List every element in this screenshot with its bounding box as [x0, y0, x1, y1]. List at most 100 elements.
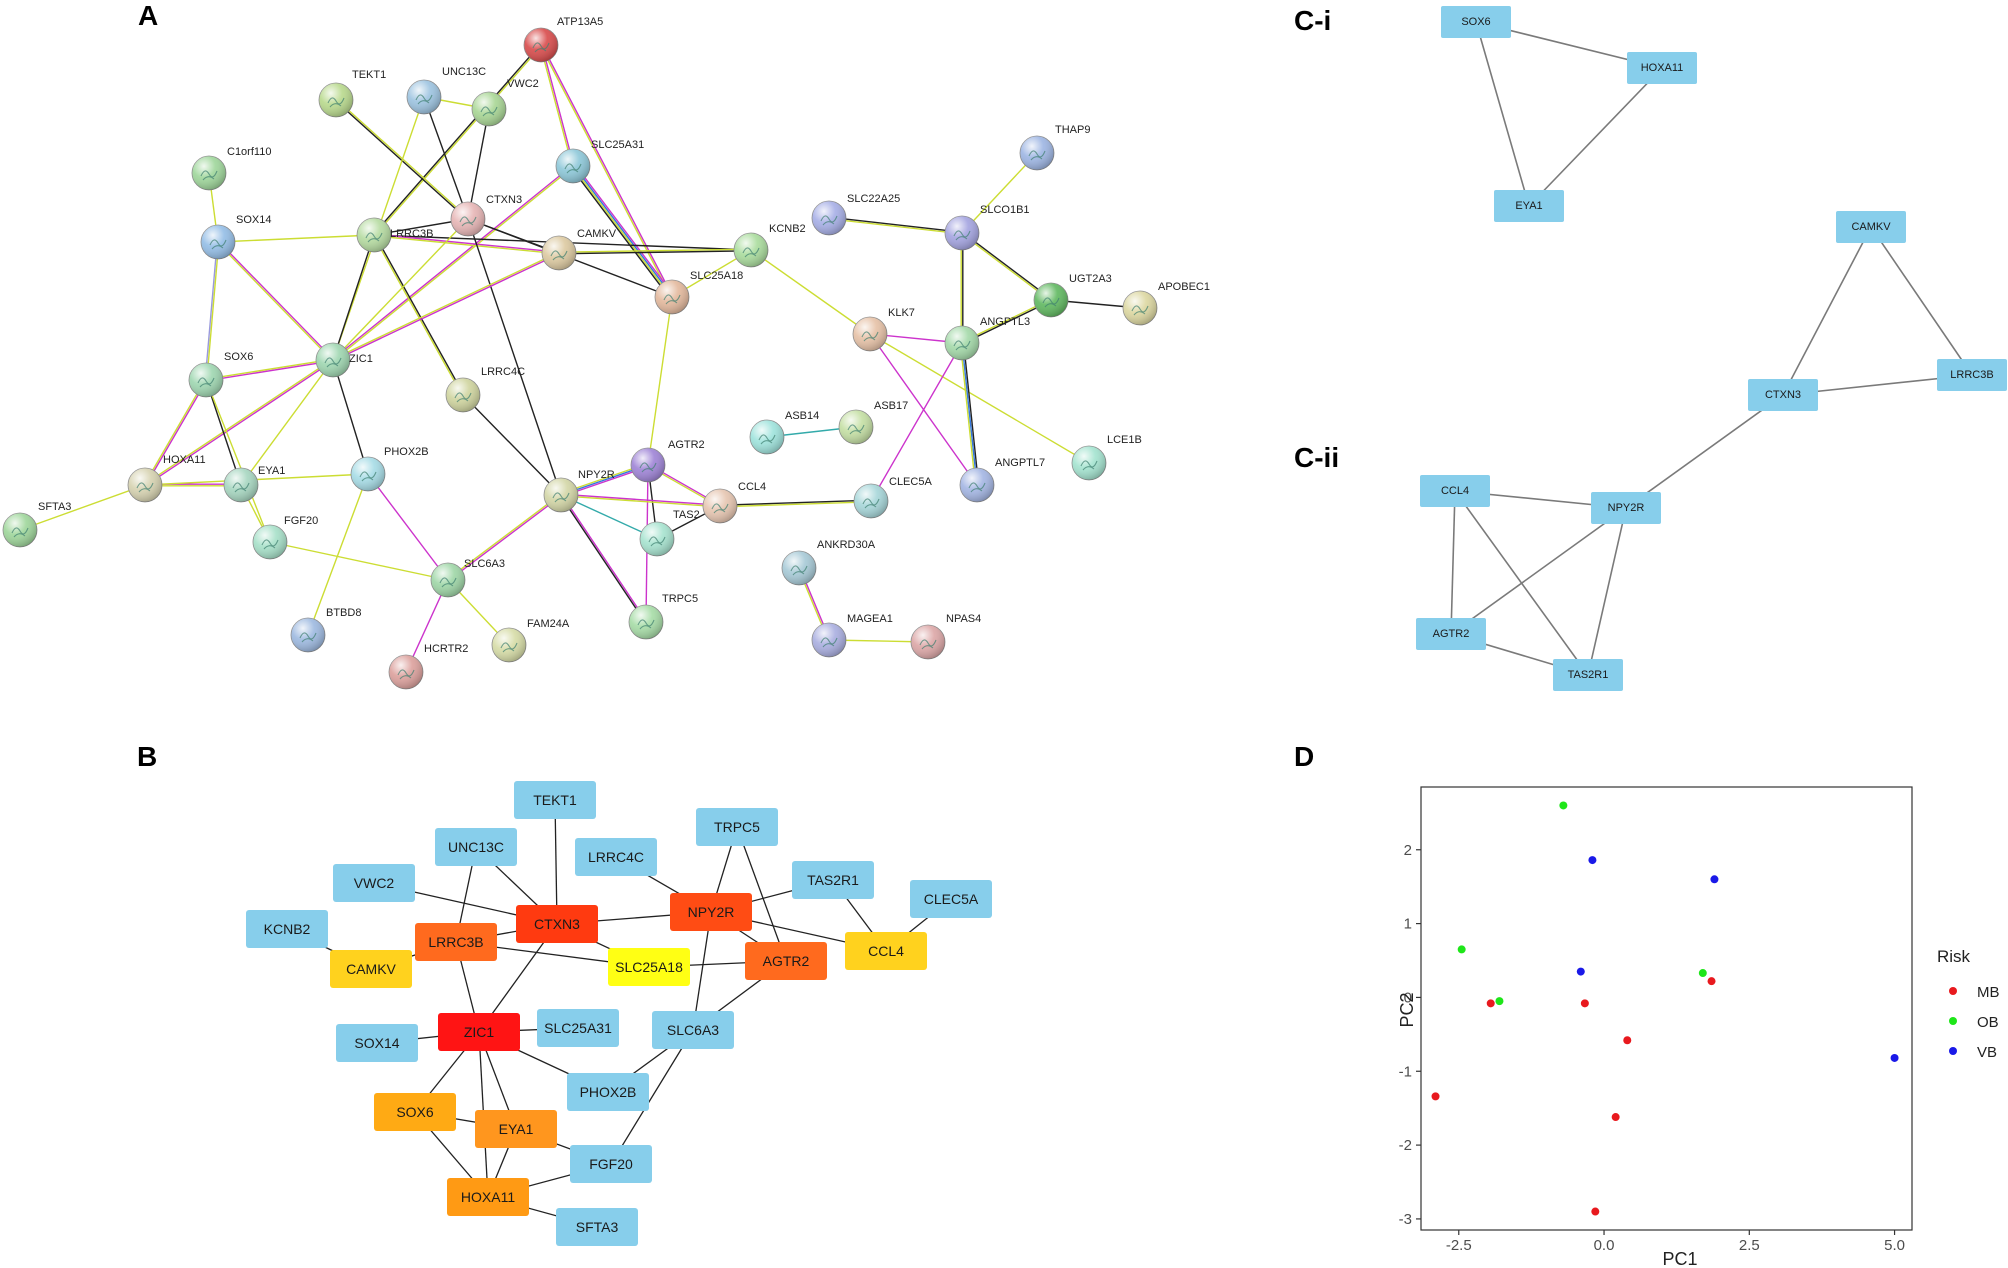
hub-node-slc25a31[interactable]: SLC25A31 — [537, 1009, 619, 1047]
interaction-edge-npy2r-slc6a3 — [448, 495, 562, 582]
hub-node-slc25a18[interactable]: SLC25A18 — [608, 948, 690, 986]
gene-node-asb14[interactable]: ASB14 — [749, 410, 819, 455]
gene-node-tekt1[interactable]: TEKT1 — [318, 69, 386, 118]
hub-node-npy2r[interactable]: NPY2R — [670, 893, 752, 931]
hub-node-fgf20[interactable]: FGF20 — [570, 1145, 652, 1183]
gene-node-atp13a5[interactable]: ATP13A5 — [523, 16, 603, 63]
hub-node-hoxa11[interactable]: HOXA11 — [447, 1178, 529, 1216]
gene-label: SLCO1B1 — [980, 204, 1030, 216]
hub-node-slc6a3[interactable]: SLC6A3 — [652, 1011, 734, 1049]
hub-node-ccl4[interactable]: CCL4 — [845, 932, 927, 970]
gene-node-kcnb2[interactable]: KCNB2 — [733, 223, 806, 268]
gene-node-klk7[interactable]: KLK7 — [852, 307, 915, 352]
module-node-hoxa11[interactable]: HOXA11 — [1627, 52, 1697, 84]
interaction-edge-slc22a25-slco1b1 — [828, 218, 962, 235]
gene-node-trpc5[interactable]: TRPC5 — [628, 593, 698, 640]
module-node-eya1[interactable]: EYA1 — [1494, 190, 1564, 222]
hub-node-zic1[interactable]: ZIC1 — [438, 1013, 520, 1051]
module-node-ccl4[interactable]: CCL4 — [1420, 475, 1490, 507]
gene-node-slc25a18[interactable]: SLC25A18 — [654, 270, 743, 315]
gene-node-lrrc3b[interactable]: LRRC3B — [356, 217, 433, 253]
interaction-edge-ccl4-clec5a — [720, 501, 872, 508]
hub-node-unc13c[interactable]: UNC13C — [435, 828, 517, 866]
gene-node-lrrc4c[interactable]: LRRC4C — [445, 366, 525, 413]
protein-structure-icon — [11, 527, 29, 538]
hub-node-camkv[interactable]: CAMKV — [330, 950, 412, 988]
hub-node-clec5a[interactable]: CLEC5A — [910, 880, 992, 918]
gene-node-unc13c[interactable]: UNC13C — [406, 66, 486, 115]
interaction-edge-slco1b1-ugt2a3 — [961, 233, 1051, 302]
gene-node-slco1b1[interactable]: SLCO1B1 — [944, 204, 1030, 251]
gene-label: SOX6 — [224, 351, 253, 363]
gene-node-apobec1[interactable]: APOBEC1 — [1122, 281, 1210, 326]
gene-node-slc22a25[interactable]: SLC22A25 — [811, 193, 900, 236]
module-node-camkv[interactable]: CAMKV — [1836, 211, 1906, 243]
gene-node-vwc2[interactable]: VWC2 — [471, 78, 539, 127]
module-node-lrrc3b[interactable]: LRRC3B — [1937, 359, 2007, 391]
module-node-box — [1420, 475, 1490, 507]
gene-node-fam24a[interactable]: FAM24A — [491, 618, 570, 663]
gene-node-angptl3[interactable]: ANGPTL3 — [944, 316, 1030, 361]
panel-d-letter: D — [1294, 741, 1314, 772]
hub-node-ctxn3[interactable]: CTXN3 — [516, 905, 598, 943]
gene-node-sox6[interactable]: SOX6 — [188, 351, 253, 398]
gene-node-lce1b[interactable]: LCE1B — [1071, 434, 1142, 481]
hub-node-vwc2[interactable]: VWC2 — [333, 864, 415, 902]
hub-node-kcnb2[interactable]: KCNB2 — [246, 910, 328, 948]
module-node-ctxn3[interactable]: CTXN3 — [1748, 379, 1818, 411]
module-node-label: CTXN3 — [1765, 389, 1801, 401]
hub-node-trpc5[interactable]: TRPC5 — [696, 808, 778, 846]
hub-node-box — [330, 950, 412, 988]
interaction-edge-atp13a5-lrrc3b — [374, 45, 543, 236]
gene-node-thap9[interactable]: THAP9 — [1019, 124, 1090, 171]
gene-node-sfta3[interactable]: SFTA3 — [2, 501, 71, 548]
gene-node-tas2r1[interactable]: TAS2 — [639, 509, 700, 557]
gene-node-hcrtr2[interactable]: HCRTR2 — [388, 643, 468, 690]
hub-node-sfta3[interactable]: SFTA3 — [556, 1208, 638, 1246]
gene-node-sox14[interactable]: SOX14 — [200, 214, 271, 260]
hub-node-lrrc3b[interactable]: LRRC3B — [415, 923, 497, 961]
gene-label: ANGPTL3 — [980, 316, 1030, 328]
gene-label: UGT2A3 — [1069, 273, 1112, 285]
protein-structure-icon — [327, 97, 345, 108]
module-node-sox6[interactable]: SOX6 — [1441, 6, 1511, 38]
gene-node-asb17[interactable]: ASB17 — [838, 400, 908, 445]
gene-node-btbd8[interactable]: BTBD8 — [290, 607, 361, 653]
gene-node-ctxn3[interactable]: CTXN3 — [450, 194, 522, 237]
gene-node-zic1[interactable]: ZIC1 — [315, 342, 373, 378]
gene-label: C1orf110 — [227, 146, 271, 158]
gene-node-fgf20[interactable]: FGF20 — [252, 515, 318, 560]
gene-node-ankrd30a[interactable]: ANKRD30A — [781, 539, 876, 586]
gene-node-angptl7[interactable]: ANGPTL7 — [959, 457, 1045, 503]
gene-node-ugt2a3[interactable]: UGT2A3 — [1033, 273, 1112, 318]
gene-node-npy2r[interactable]: NPY2R — [543, 469, 615, 513]
hub-node-sox6[interactable]: SOX6 — [374, 1093, 456, 1131]
gene-node-eya1[interactable]: EYA1 — [223, 465, 285, 503]
interaction-edge-slc25a31-slc25a18 — [571, 166, 672, 298]
gene-node-magea1[interactable]: MAGEA1 — [811, 613, 893, 658]
module-edge-camkv-ctxn3 — [1782, 226, 1872, 396]
module-node-tas2r1[interactable]: TAS2R1 — [1553, 659, 1623, 691]
hub-node-eya1[interactable]: EYA1 — [475, 1110, 557, 1148]
module-node-agtr2[interactable]: AGTR2 — [1416, 618, 1486, 650]
gene-node-phox2b[interactable]: PHOX2B — [350, 446, 429, 492]
gene-node-hoxa11[interactable]: HOXA11 — [127, 454, 206, 503]
gene-node-ccl4[interactable]: CCL4 — [702, 481, 766, 524]
hub-node-tas2r1[interactable]: TAS2R1 — [792, 861, 874, 899]
hub-node-agtr2[interactable]: AGTR2 — [745, 942, 827, 980]
hub-node-lrrc4c[interactable]: LRRC4C — [575, 838, 657, 876]
hub-node-label: SLC25A31 — [544, 1020, 612, 1036]
gene-node-npas4[interactable]: NPAS4 — [910, 613, 981, 660]
hub-node-sox14[interactable]: SOX14 — [336, 1024, 418, 1062]
gene-node-slc25a31[interactable]: SLC25A31 — [555, 139, 644, 184]
gene-node-agtr2[interactable]: AGTR2 — [630, 439, 705, 483]
gene-node-camkv[interactable]: CAMKV — [541, 228, 617, 271]
gene-node-slc6a3[interactable]: SLC6A3 — [430, 558, 505, 598]
gene-node-c1orf110[interactable]: C1orf110 — [191, 146, 271, 191]
gene-node-clec5a[interactable]: CLEC5A — [853, 476, 932, 519]
data-point-ob — [1457, 945, 1466, 954]
hub-node-box — [336, 1024, 418, 1062]
hub-node-phox2b[interactable]: PHOX2B — [567, 1073, 649, 1111]
hub-node-tekt1[interactable]: TEKT1 — [514, 781, 596, 819]
module-node-npy2r[interactable]: NPY2R — [1591, 492, 1661, 524]
